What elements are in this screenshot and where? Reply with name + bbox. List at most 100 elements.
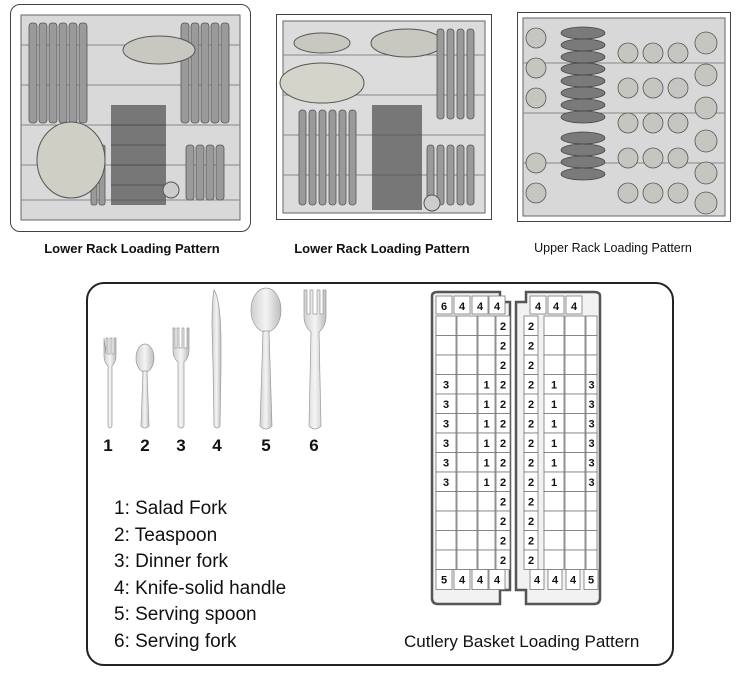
- lower-rack-image-2: [276, 14, 492, 220]
- basket-cell: [543, 354, 565, 375]
- basket-number: 4: [494, 575, 501, 587]
- basket-cell: [435, 354, 457, 375]
- basket-number: 4: [552, 575, 559, 587]
- basket-cell: [477, 491, 496, 512]
- basket-number: 2: [528, 321, 534, 333]
- basket-cell: [585, 491, 598, 512]
- utensil-drawings: [103, 287, 327, 430]
- basket-cell: [564, 315, 586, 336]
- basket-cell: [456, 413, 478, 434]
- legend-item: 5: Serving spoon: [114, 604, 257, 625]
- basket-cell: [456, 530, 478, 551]
- basket-cell: [585, 530, 598, 551]
- utensil-number-4: 4: [212, 436, 222, 455]
- dinner-fork-icon: [172, 327, 190, 429]
- basket-number: 3: [588, 419, 594, 431]
- basket-number: 2: [528, 399, 534, 411]
- basket-number: 4: [459, 301, 466, 313]
- basket-cell: [435, 510, 457, 531]
- basket-cell: [477, 335, 496, 356]
- rack-caption-2: Lower Rack Loading Pattern: [294, 241, 470, 256]
- basket-cell: [564, 393, 586, 414]
- basket-cell: [543, 530, 565, 551]
- basket-cell: [564, 335, 586, 356]
- basket-cell: [564, 354, 586, 375]
- utensil-number-5: 5: [261, 436, 271, 455]
- basket-number: 5: [588, 575, 594, 587]
- salad-fork-icon: [103, 337, 117, 429]
- basket-number: 1: [483, 419, 489, 431]
- basket-cell: [435, 295, 453, 315]
- basket-cell: [477, 354, 496, 375]
- basket-cell: [585, 335, 598, 356]
- knife-icon: [211, 289, 222, 429]
- basket-number: 2: [500, 497, 506, 509]
- basket-cell: [543, 491, 565, 512]
- utensil-legend: 1: Salad Fork 2: Teaspoon 3: Dinner fork…: [114, 496, 286, 655]
- basket-cell: [435, 549, 457, 570]
- teaspoon-icon: [135, 343, 155, 429]
- basket-number: 4: [494, 301, 501, 313]
- basket-cell: [564, 413, 586, 434]
- rack-caption-1: Lower Rack Loading Pattern: [44, 241, 220, 256]
- basket-cells: [435, 295, 599, 590]
- basket-number: 2: [528, 360, 534, 372]
- utensil-number-6: 6: [309, 436, 319, 455]
- basket-cell: [456, 335, 478, 356]
- legend-item: 2: Teaspoon: [114, 524, 218, 546]
- basket-cell: [543, 335, 565, 356]
- serving-fork-icon: [303, 289, 327, 430]
- lower-rack-image-1: [10, 4, 251, 232]
- basket-number: 3: [443, 438, 449, 450]
- basket-number: 2: [528, 516, 534, 528]
- basket-cell: [471, 295, 489, 315]
- basket-cell: [477, 510, 496, 531]
- basket-cell: [456, 452, 478, 473]
- basket-cell: [585, 315, 598, 336]
- basket-number: 1: [551, 419, 557, 431]
- basket-number: 2: [500, 419, 506, 431]
- basket-number: 2: [528, 380, 534, 392]
- basket-cell: [456, 354, 478, 375]
- basket-cell: [453, 569, 471, 590]
- basket-cell: [543, 549, 565, 570]
- basket-cell: [543, 510, 565, 531]
- basket-number: 2: [500, 341, 506, 353]
- basket-number: 2: [500, 536, 506, 548]
- utensil-number-3: 3: [176, 436, 186, 455]
- cutlery-panel: [86, 282, 674, 666]
- basket-number: 2: [500, 380, 506, 392]
- basket-number: 2: [500, 360, 506, 372]
- basket-cell: [564, 374, 586, 395]
- basket-cell: [456, 471, 478, 492]
- basket-cell: [477, 315, 496, 336]
- basket-number: 4: [459, 575, 466, 587]
- basket-cell: [565, 295, 583, 315]
- basket-cell: [547, 569, 563, 590]
- basket-number: 2: [528, 458, 534, 470]
- basket-number: 4: [570, 575, 577, 587]
- basket-number: 2: [500, 516, 506, 528]
- basket-cell: [564, 549, 586, 570]
- basket-number: 1: [483, 458, 489, 470]
- basket-cell: [471, 569, 489, 590]
- basket-cell: [456, 432, 478, 453]
- legend-item: 3: Dinner fork: [114, 551, 229, 572]
- basket-number: 4: [534, 575, 541, 587]
- basket-cell: [585, 549, 598, 570]
- basket-number: 1: [551, 477, 557, 489]
- basket-number: 4: [477, 301, 484, 313]
- basket-cell: [585, 354, 598, 375]
- basket-cell: [585, 510, 598, 531]
- basket-cell: [529, 569, 545, 590]
- basket-number: 1: [483, 477, 489, 489]
- basket-cell: [456, 491, 478, 512]
- basket-number: 1: [551, 380, 557, 392]
- basket-number: 4: [553, 301, 560, 313]
- basket-cell: [564, 530, 586, 551]
- basket-cell: [488, 295, 506, 315]
- basket-number: 1: [551, 458, 557, 470]
- basket-number: 3: [588, 438, 594, 450]
- basket-cell: [435, 530, 457, 551]
